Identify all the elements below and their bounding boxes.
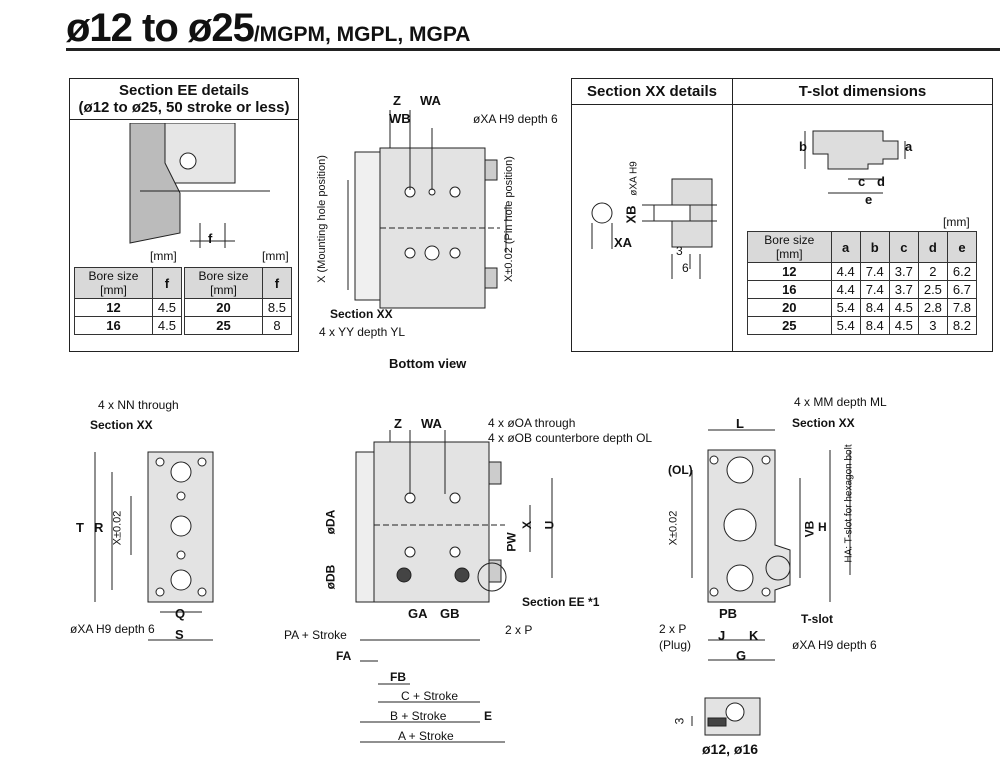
right-ol: (OL) bbox=[668, 463, 693, 477]
section-xx-3: 3 bbox=[676, 244, 683, 258]
bottom-section-xx: Section XX bbox=[330, 307, 393, 321]
front-fa: FA bbox=[336, 649, 352, 663]
page-title: ø12 to ø25/MGPM, MGPL, MGPA bbox=[66, 6, 471, 50]
tslot-drawing bbox=[804, 130, 906, 194]
left-xa-depth: øXA H9 depth 6 bbox=[70, 622, 155, 636]
section-xx-tslot-box: Section XX details øXA H9 XB XA 3 6 T-sl… bbox=[571, 78, 993, 352]
front-wa: WA bbox=[421, 416, 442, 431]
right-plug: (Plug) bbox=[659, 638, 692, 652]
left-r: R bbox=[94, 520, 104, 535]
tslot-col-b: b bbox=[859, 231, 890, 263]
section-ee-subheading: (ø12 to ø25, 50 stroke or less) bbox=[70, 99, 298, 120]
right-pb: PB bbox=[719, 606, 738, 621]
f-header: f bbox=[261, 267, 293, 299]
tslot-c: c bbox=[858, 174, 866, 189]
right-3: 3 bbox=[672, 717, 687, 725]
title-rule bbox=[66, 48, 1000, 51]
tslot-unit: [mm] bbox=[943, 215, 970, 229]
right-tslot: T-slot bbox=[801, 612, 833, 626]
tslot-b: b bbox=[799, 139, 807, 154]
right-2xp: 2 x P bbox=[659, 622, 687, 636]
section-xx-heading: Section XX details bbox=[572, 79, 732, 105]
tslot-col-c: c bbox=[888, 231, 919, 263]
bottom-z: Z bbox=[393, 93, 401, 108]
bottom-wa: WA bbox=[420, 93, 441, 108]
right-h: H bbox=[818, 520, 827, 534]
front-ob-counterbore: 4 x øOB counterbore depth OL bbox=[488, 431, 653, 445]
right-g: G bbox=[736, 648, 747, 663]
right-mm-depth: 4 x MM depth ML bbox=[794, 395, 887, 409]
bottom-yy-depth: 4 x YY depth YL bbox=[319, 325, 406, 339]
right-l: L bbox=[736, 416, 744, 431]
front-z: Z bbox=[394, 416, 402, 431]
section-xx-panel: Section XX details øXA H9 XB XA 3 6 bbox=[572, 79, 733, 351]
front-gb: GB bbox=[440, 606, 460, 621]
front-pa: PA + Stroke bbox=[284, 628, 347, 642]
section-xx-6: 6 bbox=[682, 261, 689, 275]
tslot-d: d bbox=[877, 174, 885, 189]
front-e: E bbox=[484, 709, 493, 723]
front-ga: GA bbox=[408, 606, 428, 621]
bottom-wb: WB bbox=[389, 111, 411, 126]
bottom-view-caption: Bottom view bbox=[389, 356, 467, 371]
section-ee-f-label: f bbox=[208, 231, 213, 246]
tslot-a: a bbox=[905, 139, 913, 154]
section-ee-drawing bbox=[129, 123, 270, 248]
section-ee-heading: Section EE details bbox=[118, 82, 250, 99]
left-s: S bbox=[175, 627, 184, 642]
right-caption: ø12, ø16 bbox=[702, 741, 759, 757]
left-q: Q bbox=[175, 606, 186, 621]
tslot-e: e bbox=[865, 192, 873, 207]
right-xa-depth: øXA H9 depth 6 bbox=[792, 638, 877, 652]
right-section-xx: Section XX bbox=[792, 416, 855, 430]
left-nn-through: 4 x NN through bbox=[98, 398, 179, 412]
bottom-xa-depth: øXA H9 depth 6 bbox=[473, 112, 558, 126]
left-t: T bbox=[76, 520, 84, 535]
section-xx-drawing bbox=[591, 178, 717, 279]
section-xx-xa: XA bbox=[614, 235, 633, 250]
front-section-ee: Section EE *1 bbox=[522, 595, 600, 609]
tslot-col-e: e bbox=[946, 231, 978, 263]
front-b: B + Stroke bbox=[390, 709, 447, 723]
tslot-heading: T-slot dimensions bbox=[733, 79, 992, 105]
tslot-col-a: a bbox=[830, 231, 861, 263]
right-j: J bbox=[718, 628, 726, 643]
front-2xp: 2 x P bbox=[505, 623, 533, 637]
tslot-col-bore: Bore size [mm] bbox=[747, 231, 832, 263]
right-ha: HA: T-slot for hexagon bolt bbox=[843, 444, 855, 563]
right-k: K bbox=[749, 628, 759, 643]
right-vb: VB bbox=[802, 520, 817, 538]
right-x: X±0.02 bbox=[667, 510, 680, 546]
front-c: C + Stroke bbox=[401, 689, 459, 703]
section-ee-box: Section EE details (ø12 to ø25, 50 strok… bbox=[69, 78, 299, 352]
front-a: A + Stroke bbox=[398, 729, 454, 743]
left-section-xx: Section XX bbox=[90, 418, 153, 432]
front-fb: FB bbox=[390, 670, 406, 684]
front-oa-through: 4 x øOA through bbox=[488, 416, 576, 430]
section-ee-unit-right: [mm] bbox=[262, 249, 289, 263]
section-ee-unit-left: [mm] bbox=[150, 249, 177, 263]
f-header: f bbox=[151, 267, 183, 299]
tslot-panel: T-slot dimensions b a c d e [mm] Bore si… bbox=[733, 79, 992, 351]
